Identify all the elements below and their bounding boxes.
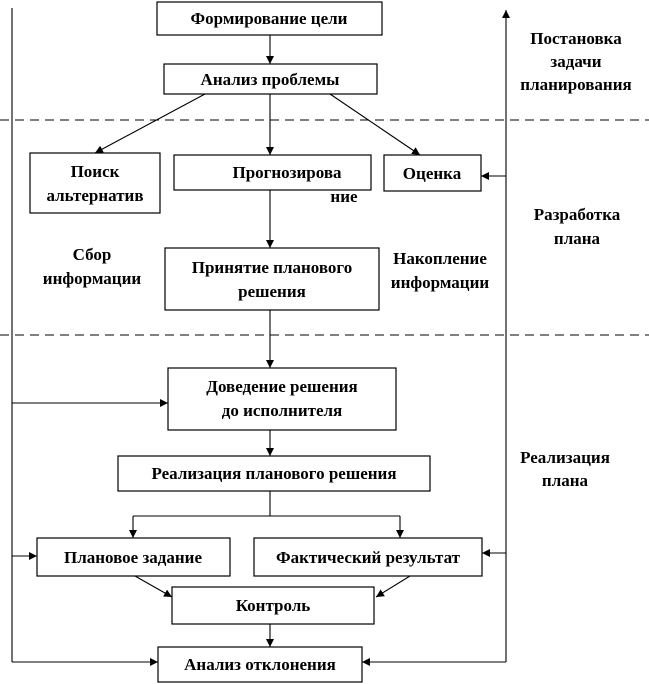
label-collect-2: информации (43, 269, 142, 288)
box-forecast-label-2: ние (330, 187, 358, 206)
box-evaluation-label: Оценка (403, 164, 462, 183)
arrow-planned-to-control (134, 575, 173, 598)
connectors (11, 8, 510, 666)
box-control: Контроль (171, 586, 375, 625)
box-control-label: Контроль (236, 596, 311, 615)
label-accumulate-2: информации (391, 273, 490, 292)
box-forecast: Прогнозирова ние (173, 154, 372, 206)
arrow-actual-to-control (375, 575, 411, 598)
box-implementation: Реализация планового решения (117, 455, 431, 492)
box-delivery-label-1: Доведение решения (206, 377, 358, 396)
stage-development-1: Разработка (534, 205, 621, 224)
box-implementation-label: Реализация планового решения (151, 464, 396, 483)
box-search-label-2: альтернатив (46, 186, 143, 205)
box-search-label-1: Поиск (71, 162, 120, 181)
stage-setup-2: задачи (550, 52, 601, 71)
box-actual-result-label: Фактический результат (276, 548, 461, 567)
box-delivery-label-2: до исполнителя (222, 401, 343, 420)
box-analysis-label: Анализ проблемы (201, 70, 340, 89)
stage-realization-2: плана (542, 471, 589, 490)
box-planned-task-label: Плановое задание (64, 548, 203, 567)
stage-setup-1: Постановка (530, 29, 622, 48)
box-actual-result: Фактический результат (253, 537, 483, 577)
stage-development-2: плана (554, 229, 601, 248)
stage-setup-3: планирования (520, 75, 631, 94)
label-accumulate-1: Накопление (393, 249, 487, 268)
box-delivery: Доведение решения до исполнителя (167, 367, 397, 431)
arrow-analysis-to-evaluation (329, 93, 421, 156)
box-decision-label-1: Принятие планового (192, 258, 352, 277)
box-planned-task: Плановое задание (36, 537, 231, 577)
box-deviation: Анализ отклонения (157, 646, 363, 683)
box-search: Поиск альтернатив (29, 152, 161, 214)
arrow-analysis-to-search (94, 93, 206, 154)
label-collect-1: Сбор (73, 245, 112, 264)
box-formation-label: Формирование цели (191, 9, 348, 28)
box-analysis: Анализ проблемы (163, 63, 378, 95)
box-deviation-label: Анализ отклонения (184, 655, 336, 674)
box-forecast-label-1: Прогнозирова (232, 163, 342, 182)
box-decision: Принятие планового решения (164, 247, 380, 311)
box-formation: Формирование цели (156, 1, 383, 36)
stage-realization-1: Реализация (520, 448, 610, 467)
box-decision-label-2: решения (238, 282, 306, 301)
box-evaluation: Оценка (383, 154, 482, 192)
